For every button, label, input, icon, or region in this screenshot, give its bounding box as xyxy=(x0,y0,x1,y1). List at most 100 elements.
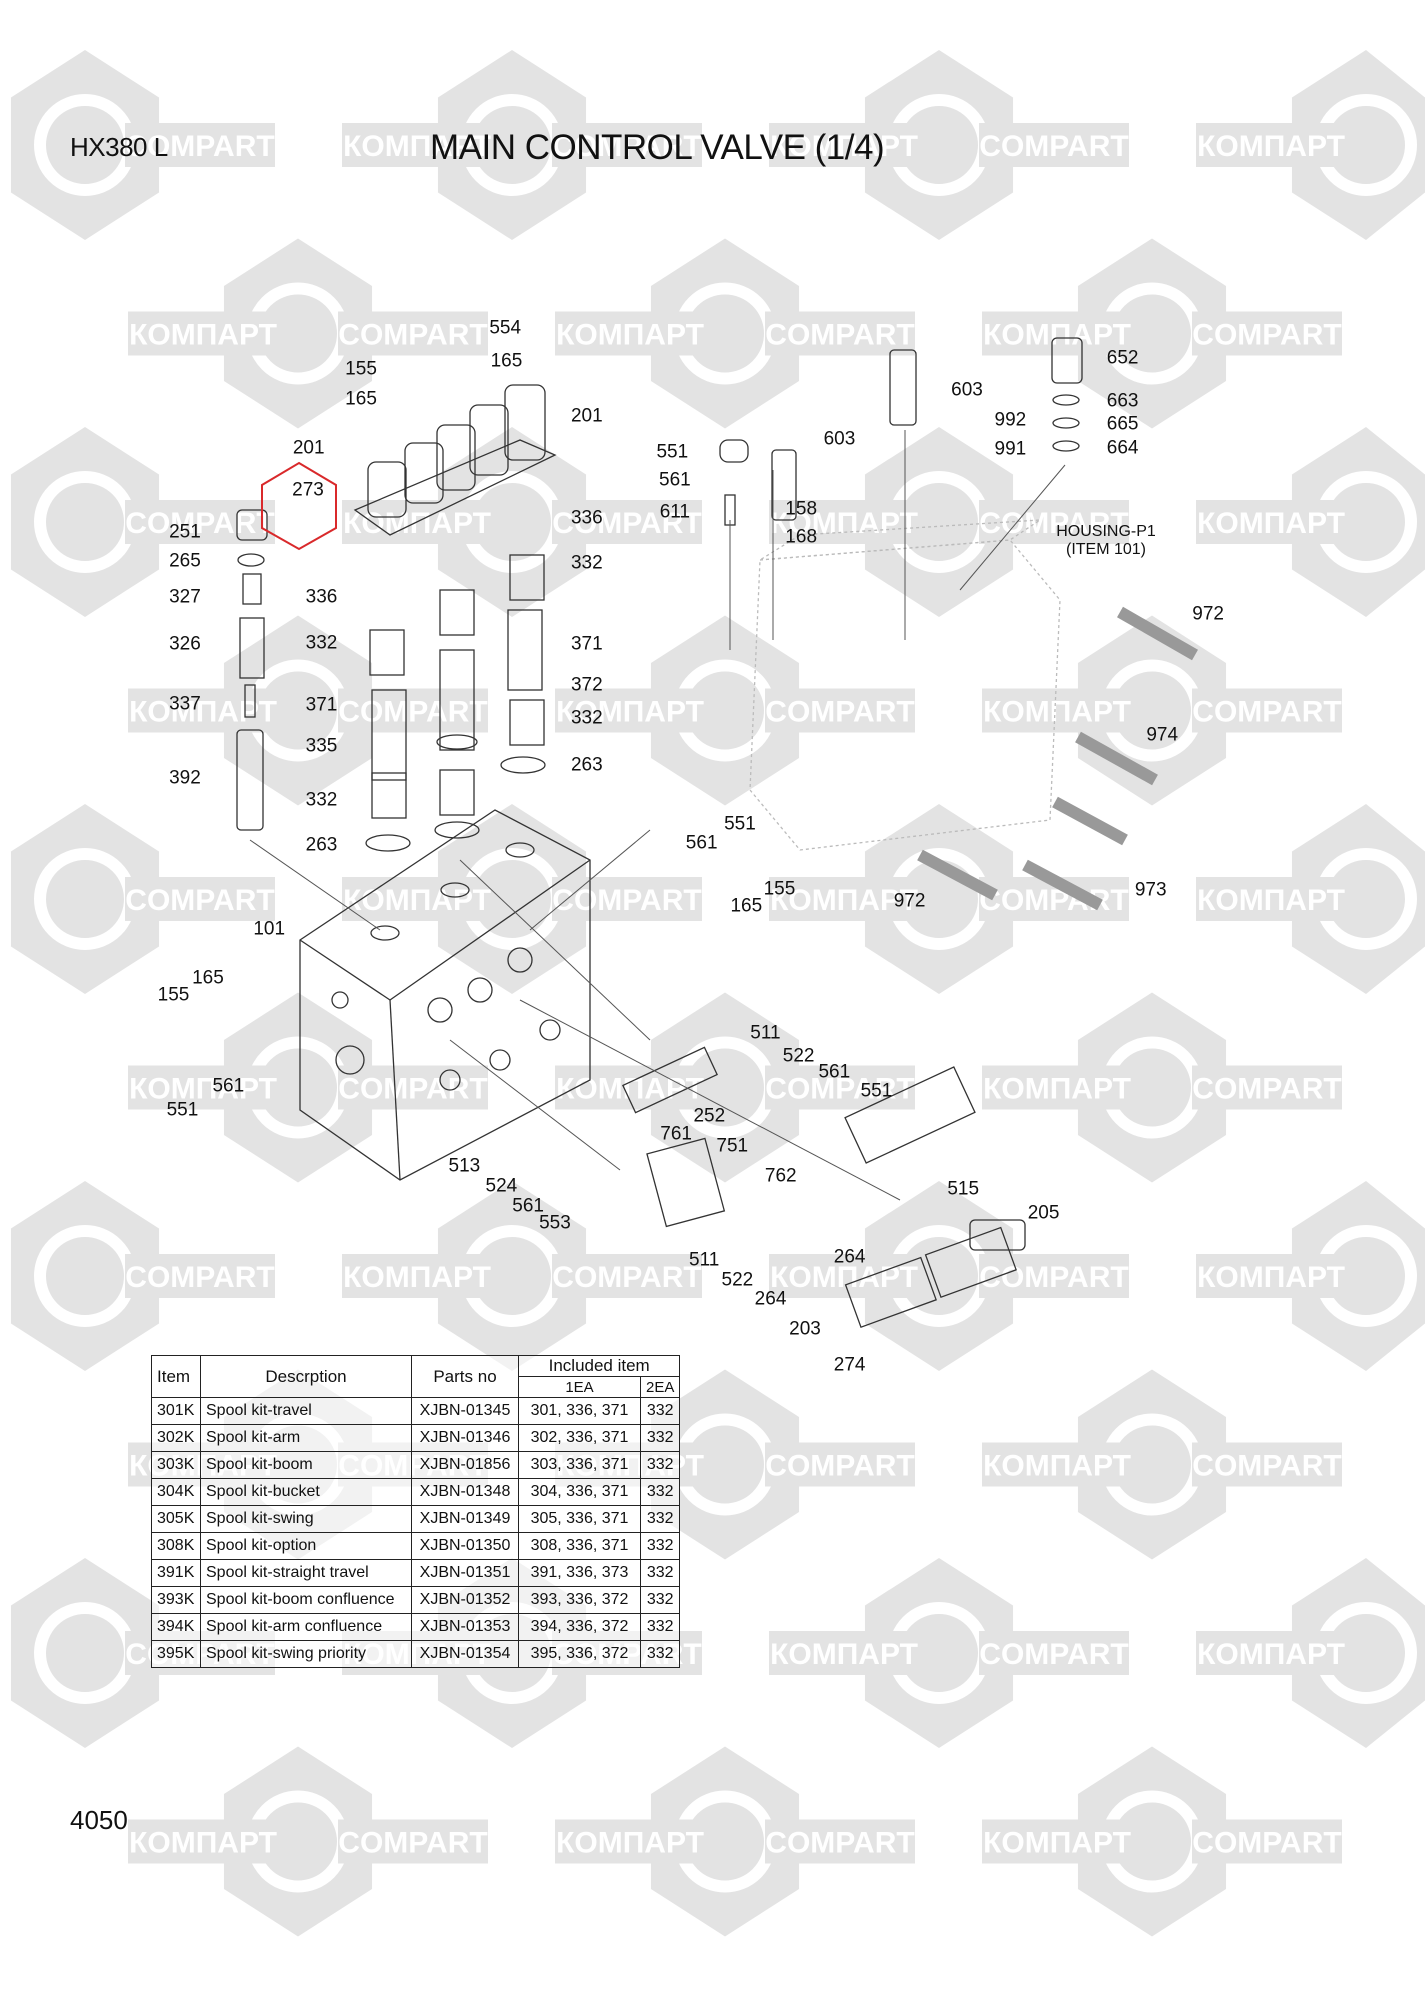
callout-252[interactable]: 252 xyxy=(693,1105,726,1127)
callout-611[interactable]: 611 xyxy=(659,501,691,523)
watermark-text: COMPART xyxy=(1192,1450,1341,1483)
page-title: MAIN CONTROL VALVE (1/4) xyxy=(430,128,885,167)
callout-158[interactable]: 158 xyxy=(785,498,818,520)
callout-554[interactable]: 554 xyxy=(489,317,522,339)
callout-603[interactable]: 603 xyxy=(951,379,983,401)
cell-parts-no: XJBN-01352 xyxy=(411,1586,519,1614)
cell-parts-no: XJBN-01348 xyxy=(411,1478,519,1506)
callout-251[interactable]: 251 xyxy=(169,521,201,543)
callout-972[interactable]: 972 xyxy=(1192,603,1224,625)
callout-155[interactable]: 155 xyxy=(763,878,796,900)
callout-515[interactable]: 515 xyxy=(947,1178,980,1200)
callout-337[interactable]: 337 xyxy=(169,693,201,715)
callout-751[interactable]: 751 xyxy=(716,1135,749,1157)
cell-parts-no: XJBN-01351 xyxy=(411,1559,519,1587)
callout-326[interactable]: 326 xyxy=(169,633,201,655)
cell-parts-no: XJBN-01856 xyxy=(411,1451,519,1479)
watermark-text: КОМПАРТ xyxy=(343,1261,491,1294)
callout-203[interactable]: 203 xyxy=(789,1318,821,1340)
watermark-band xyxy=(765,1065,915,1110)
callout-561[interactable]: 561 xyxy=(212,1075,245,1097)
watermark-hexagon xyxy=(650,992,800,1183)
watermark-text: COMPART xyxy=(552,884,701,917)
callout-101[interactable]: 101 xyxy=(253,918,286,940)
callout-551[interactable]: 551 xyxy=(860,1080,893,1102)
callout-327[interactable]: 327 xyxy=(169,586,201,608)
callout-201[interactable]: 201 xyxy=(292,437,325,459)
callout-332[interactable]: 332 xyxy=(305,789,338,811)
callout-561[interactable]: 561 xyxy=(818,1061,851,1083)
callout-392[interactable]: 392 xyxy=(169,767,201,789)
callout-511[interactable]: 511 xyxy=(689,1249,720,1271)
watermark-band xyxy=(1192,1065,1342,1110)
watermark-text: COMPART xyxy=(338,1073,487,1106)
callout-652[interactable]: 652 xyxy=(1106,347,1139,369)
watermark-band xyxy=(765,688,915,733)
callout-336[interactable]: 336 xyxy=(570,507,603,529)
callout-165[interactable]: 165 xyxy=(490,350,523,372)
watermark-band xyxy=(1192,1819,1342,1864)
callout-336[interactable]: 336 xyxy=(305,586,338,608)
callout-551[interactable]: 551 xyxy=(166,1099,199,1121)
cell-description: Spool kit-boom confluence xyxy=(200,1586,412,1614)
watermark-band xyxy=(979,123,1129,167)
cell-two-ea: 332 xyxy=(639,1559,681,1587)
callout-974[interactable]: 974 xyxy=(1146,724,1179,746)
watermark-band xyxy=(552,1254,702,1298)
callout-371[interactable]: 371 xyxy=(305,694,338,716)
callout-524[interactable]: 524 xyxy=(485,1175,518,1197)
leader-lines xyxy=(249,430,1066,1201)
callout-265[interactable]: 265 xyxy=(169,550,201,572)
callout-highlighted-273[interactable]: 273 xyxy=(292,479,324,501)
callout-264[interactable]: 264 xyxy=(833,1246,866,1268)
highlight-hexagon xyxy=(261,461,337,551)
callout-263[interactable]: 263 xyxy=(570,754,603,776)
callout-332[interactable]: 332 xyxy=(570,707,603,729)
callout-372[interactable]: 372 xyxy=(570,674,603,696)
callout-332[interactable]: 332 xyxy=(305,632,338,654)
callout-205[interactable]: 205 xyxy=(1027,1202,1060,1224)
callout-761[interactable]: 761 xyxy=(660,1123,692,1145)
callout-274[interactable]: 274 xyxy=(833,1354,866,1376)
callout-165[interactable]: 165 xyxy=(345,388,377,410)
callout-551[interactable]: 551 xyxy=(724,813,756,835)
col-1ea: 1EA xyxy=(518,1376,641,1398)
cell-item: 305K xyxy=(151,1505,201,1533)
watermark-band xyxy=(982,311,1132,356)
callout-561[interactable]: 561 xyxy=(685,832,718,854)
callout-522[interactable]: 522 xyxy=(721,1269,754,1291)
watermark-band xyxy=(125,123,275,167)
callout-335[interactable]: 335 xyxy=(305,735,338,757)
callout-165[interactable]: 165 xyxy=(730,895,763,917)
callout-991[interactable]: 991 xyxy=(994,438,1027,460)
watermark-text: КОМПАРТ xyxy=(129,319,277,352)
callout-263[interactable]: 263 xyxy=(305,834,338,856)
exploded-parts-diagram xyxy=(236,337,1198,1329)
callout-371[interactable]: 371 xyxy=(570,633,603,655)
callout-332[interactable]: 332 xyxy=(570,552,603,574)
callout-992[interactable]: 992 xyxy=(994,409,1027,431)
callout-972[interactable]: 972 xyxy=(893,890,926,912)
watermark-hexagon xyxy=(1291,427,1425,617)
callout-664[interactable]: 664 xyxy=(1106,437,1139,459)
callout-665[interactable]: 665 xyxy=(1106,413,1139,435)
callout-264[interactable]: 264 xyxy=(754,1288,787,1310)
callout-553[interactable]: 553 xyxy=(539,1212,571,1234)
callout-201[interactable]: 201 xyxy=(570,405,603,427)
watermark-text: КОМПАРТ xyxy=(1197,507,1345,540)
callout-663[interactable]: 663 xyxy=(1106,390,1139,412)
callout-155[interactable]: 155 xyxy=(157,984,190,1006)
callout-155[interactable]: 155 xyxy=(345,358,377,380)
callout-165[interactable]: 165 xyxy=(192,967,224,989)
callout-168[interactable]: 168 xyxy=(785,526,818,548)
callout-511[interactable]: 511 xyxy=(750,1022,781,1044)
callout-561[interactable]: 561 xyxy=(512,1195,544,1217)
callout-551[interactable]: 551 xyxy=(656,441,689,463)
callout-561[interactable]: 561 xyxy=(659,469,691,491)
callout-973[interactable]: 973 xyxy=(1134,879,1167,901)
callout-522[interactable]: 522 xyxy=(782,1045,815,1067)
callout-762[interactable]: 762 xyxy=(764,1165,797,1187)
callout-603[interactable]: 603 xyxy=(823,428,856,450)
callout-513[interactable]: 513 xyxy=(448,1155,481,1177)
